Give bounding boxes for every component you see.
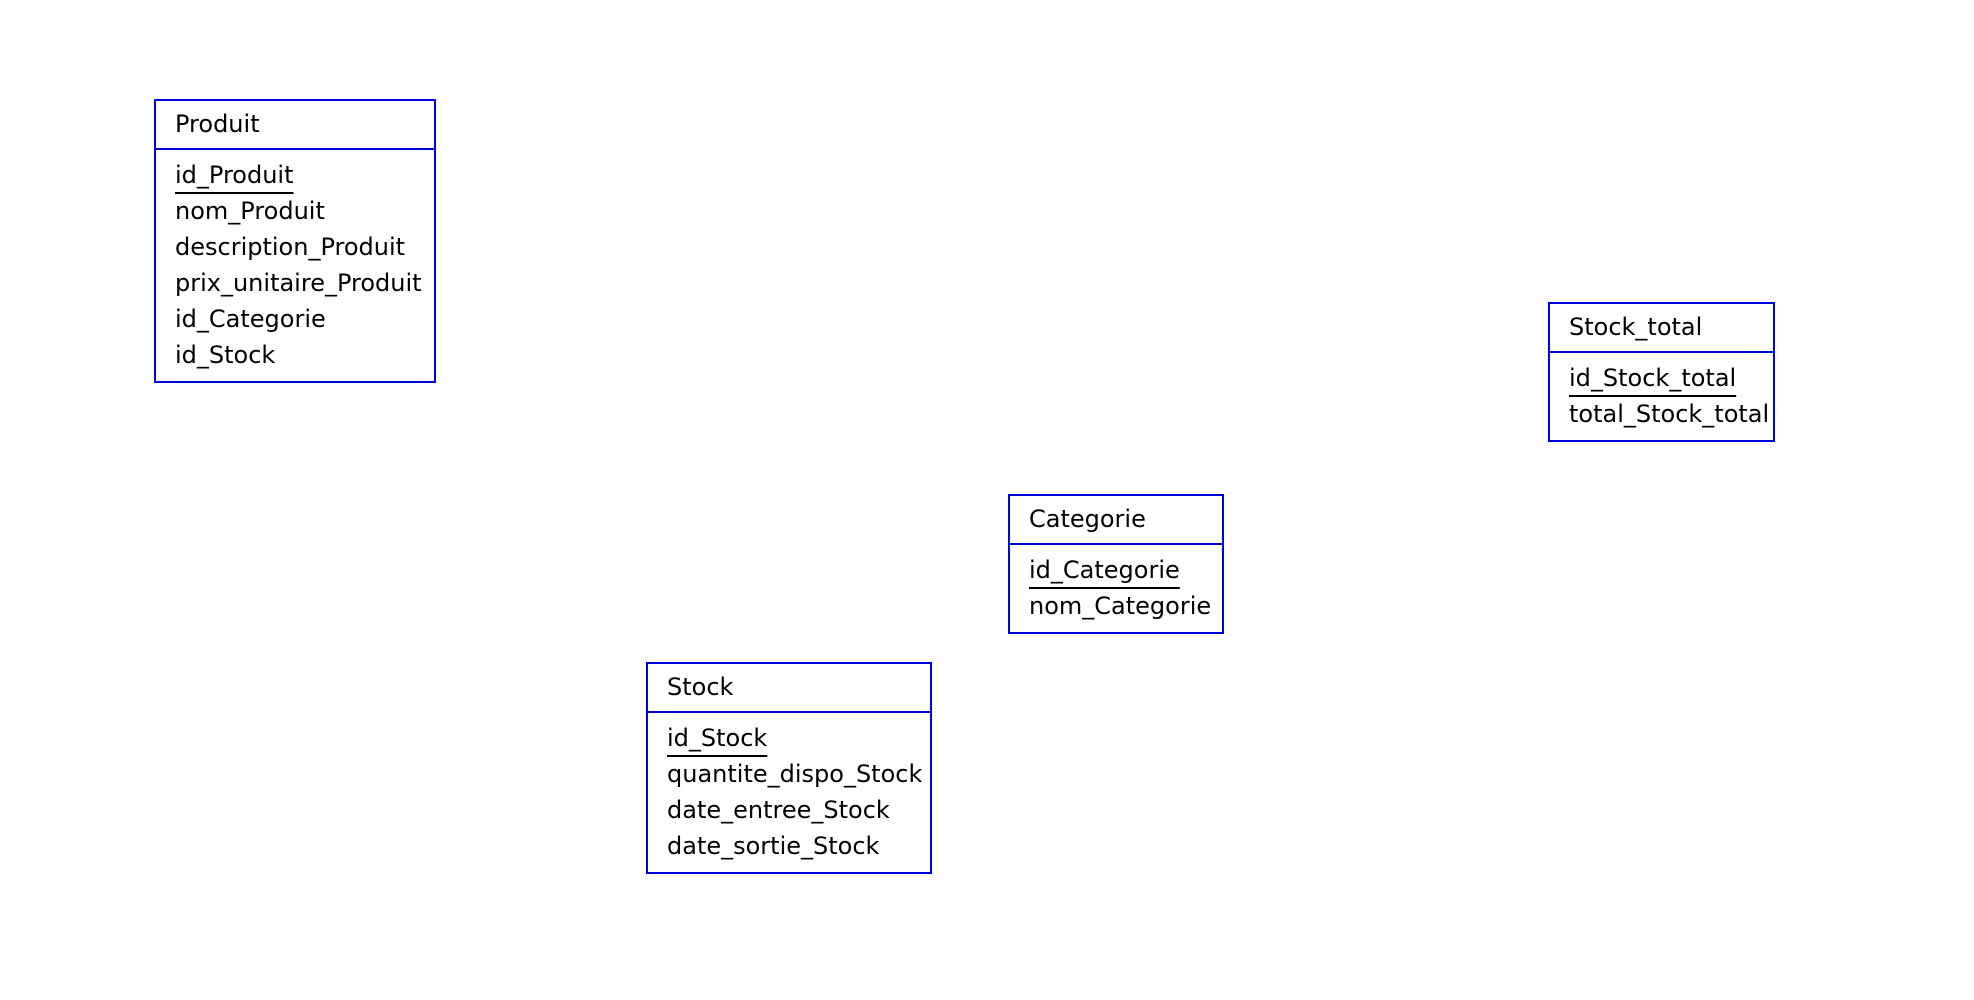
- attribute: id_Stock: [175, 341, 276, 369]
- attribute: nom_Categorie: [1029, 592, 1212, 620]
- attribute: nom_Produit: [175, 197, 325, 225]
- attribute: quantite_dispo_Stock: [667, 760, 923, 788]
- entity-categorie[interactable]: Categorie id_Categorie nom_Categorie: [1008, 494, 1224, 634]
- entity-stock[interactable]: Stock id_Stock quantite_dispo_Stock date…: [646, 662, 932, 874]
- entity-stock-total[interactable]: Stock_total id_Stock_total total_Stock_t…: [1548, 302, 1775, 442]
- entity-title: Produit: [156, 101, 434, 150]
- entity-produit[interactable]: Produit id_Produit nom_Produit descripti…: [154, 99, 436, 383]
- attribute: total_Stock_total: [1569, 400, 1770, 428]
- primary-key-attribute: id_Produit: [175, 161, 294, 189]
- primary-key-attribute: id_Stock_total: [1569, 364, 1737, 392]
- entity-title: Stock_total: [1550, 304, 1773, 353]
- primary-key-attribute: id_Stock: [667, 724, 768, 752]
- attribute-list: id_Stock quantite_dispo_Stock date_entre…: [648, 713, 930, 864]
- attribute: id_Categorie: [175, 305, 326, 333]
- attribute-list: id_Produit nom_Produit description_Produ…: [156, 150, 434, 373]
- entity-title: Stock: [648, 664, 930, 713]
- attribute-list: id_Stock_total total_Stock_total: [1550, 353, 1773, 432]
- attribute: description_Produit: [175, 233, 406, 261]
- entity-title: Categorie: [1010, 496, 1222, 545]
- attribute: date_sortie_Stock: [667, 832, 880, 860]
- attribute: date_entree_Stock: [667, 796, 890, 824]
- attribute-list: id_Categorie nom_Categorie: [1010, 545, 1222, 624]
- primary-key-attribute: id_Categorie: [1029, 556, 1180, 584]
- attribute: prix_unitaire_Produit: [175, 269, 422, 297]
